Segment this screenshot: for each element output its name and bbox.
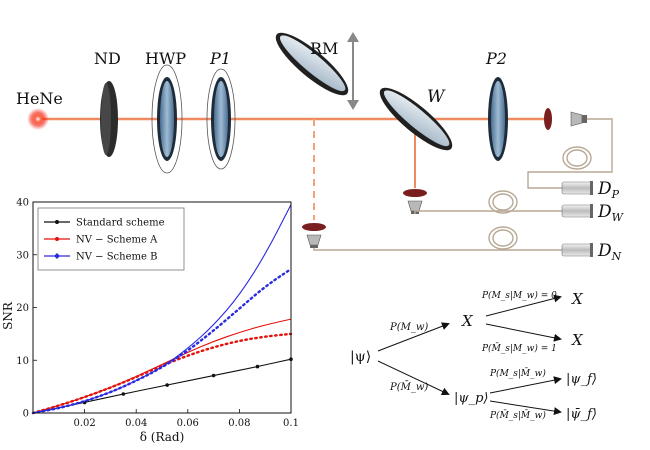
chart-legend: Standard scheme NV − Scheme A NV − Scheme …: [37, 207, 185, 271]
series-line-1: [32, 318, 292, 414]
lens-main: [544, 108, 552, 130]
detector-dw: [561, 204, 593, 218]
series-line-4: [31, 267, 293, 415]
p-mw-label: P(M_w): [389, 322, 428, 333]
y-axis-label: SNR: [1, 301, 15, 330]
standard-marker: [165, 383, 169, 387]
psi-state: |ψ⟩: [350, 349, 371, 365]
probability-tree: [377, 294, 562, 416]
coupler-rm: [306, 234, 322, 248]
legend-marker: [55, 237, 59, 241]
legend-marker: [54, 253, 60, 259]
p-msbar-mwbar-label: P(M̄_s|M̄_w): [489, 409, 546, 421]
x-tick-label: 0.04: [125, 418, 147, 429]
p-mwbar-label: P(M̄_w): [389, 381, 428, 393]
x-tick-label: 0.1: [283, 418, 299, 429]
lens-w: [403, 189, 427, 197]
hene-laser-glow: [27, 108, 49, 130]
polarizer-p1: [206, 68, 236, 170]
nd-label: ND: [94, 49, 121, 68]
legend-label: Standard scheme: [76, 218, 165, 229]
p1-label: P1: [209, 49, 231, 68]
standard-marker: [255, 364, 260, 369]
rm-move-arrow: [347, 32, 359, 110]
p2-label: P2: [485, 49, 507, 68]
x-top: X: [461, 312, 474, 330]
y-tick-label: 40: [16, 198, 29, 209]
hene-label: HeNe: [16, 89, 63, 108]
y-tick-label: 20: [16, 303, 29, 314]
x-tick-label: 0.06: [177, 418, 199, 429]
x-tick-label: 0.08: [228, 418, 250, 429]
y-tick-label: 30: [16, 250, 29, 261]
series-line-2: [31, 332, 293, 415]
chart-series-group: [31, 204, 293, 415]
p-ms-mwbar-label: P(M_s|M̄_w): [489, 367, 546, 379]
removable-mirror: [275, 32, 349, 96]
dw-label: DW: [597, 202, 625, 224]
fibers: [313, 118, 613, 251]
p-ms-0-label: P(M_s|M_w) = 0: [481, 290, 557, 301]
probability-tree-labels: |ψ⟩ P(M_w) P(M̄_w) X |ψ_p⟩ P(M_s|M_w) = …: [350, 290, 597, 422]
dp-label: DP: [597, 179, 620, 201]
x-outcome-a: X: [571, 290, 584, 308]
psi-f-state: |ψ_f⟩: [566, 372, 597, 387]
x-axis-label: δ (Rad): [140, 430, 185, 444]
x-outcome-b: X: [571, 331, 584, 349]
w-mirror: [379, 87, 453, 151]
lens-rm: [302, 223, 326, 231]
standard-marker: [121, 392, 126, 396]
y-tick-label: 0: [23, 409, 29, 420]
dn-label: DN: [597, 241, 622, 263]
optical-setup: HeNe ND HWP P1 RM: [16, 32, 625, 263]
standard-marker: [211, 373, 216, 378]
psi-fbar-state: |ψ̄_f⟩: [566, 407, 597, 422]
legend-label: NV − Scheme A: [76, 235, 158, 246]
psi-p-state: |ψ_p⟩: [454, 391, 488, 406]
legend-label: NV − Scheme B: [76, 252, 157, 263]
rm-label: RM: [310, 39, 338, 58]
legend-marker: [55, 220, 59, 224]
polarizer-p2: [488, 77, 508, 161]
nd-filter: [100, 81, 118, 157]
detector-dp: [561, 181, 593, 195]
w-label: W: [427, 87, 446, 107]
detector-dn: [561, 243, 593, 257]
chart-ticks-group: 0.02 0.04 0.06 0.08 0.1 0 10 20 30 40: [16, 198, 299, 430]
x-tick-label: 0.02: [73, 418, 95, 429]
hwp-label: HWP: [145, 49, 186, 68]
half-wave-plate: [151, 64, 183, 174]
p-ms-1-label: P(M̄_s|M_w) = 1: [481, 342, 557, 354]
snr-chart: 0.02 0.04 0.06 0.08 0.1 0 10 20 30 40 SNR δ (Rad)…: [1, 198, 299, 445]
coupler-main: [570, 111, 587, 127]
y-tick-label: 10: [16, 356, 29, 367]
